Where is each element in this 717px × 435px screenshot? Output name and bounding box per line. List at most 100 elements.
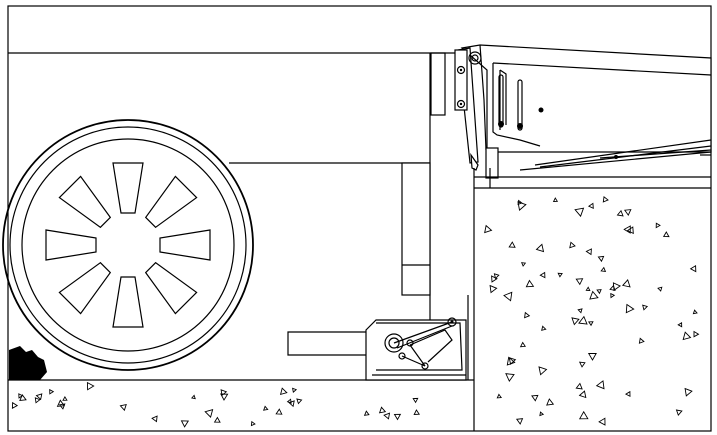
aggregate-mark [180,420,189,428]
aggregate-mark [378,406,387,414]
truck-wheel [2,119,254,371]
spoke-opening [159,229,211,261]
wheel-spokes [45,162,211,328]
aggregate-mark [515,418,524,425]
aggregate-mark [578,390,587,399]
aggregate-mark [657,286,663,292]
deck-bolt-1 [498,121,504,127]
aggregate-mark [383,412,391,420]
spoke-opening [58,261,112,315]
aggregate-mark [412,397,419,404]
wheel-chock [9,346,47,380]
aggregate-mark [595,380,605,390]
aggregate-mark [35,393,43,401]
trailer-support-leg [401,162,431,296]
aggregate-mark [600,266,607,273]
aggregate-mark [684,387,693,397]
aggregate-mark [503,291,513,302]
aggregate-mark [491,275,498,283]
spoke-opening [112,162,144,214]
aggregate-mark [517,199,523,206]
restraint-hook-arm [287,331,369,356]
aggregate-mark [263,405,269,411]
aggregate-mark [578,315,588,325]
aggregate-mark [508,357,517,365]
aggregate-mark [587,321,594,327]
aggregate-mark [11,401,19,409]
aggregate-mark [489,284,498,294]
aggregate-mark [677,322,683,328]
vehicle-restraint [287,317,467,381]
aggregate-mark [575,382,583,390]
dock-structure [467,168,711,431]
restraint-housing [365,319,467,381]
aggregate-mark [574,207,585,218]
aggregate-mark [393,413,402,421]
aggregate-mark [493,273,500,280]
aggregate-mark [296,398,303,405]
aggregate-mark [624,390,631,398]
aggregate-mark [587,352,597,361]
aggregate-mark [525,279,535,288]
aggregate-mark [682,331,692,341]
wheel-rim [21,138,235,352]
aggregate-mark [413,409,421,415]
aggregate-mark [220,393,229,401]
spoke-opening [58,175,112,229]
deck-slot-2 [517,79,523,131]
aggregate-mark [505,373,515,382]
aggregate-mark [275,408,283,415]
aggregate-mark [589,290,599,300]
drawing-frame [7,5,712,432]
aggregate-mark [56,399,66,407]
aggregate-mark [541,325,547,331]
aggregate-mark [250,420,256,427]
aggregate-mark [638,337,645,344]
aggregate-mark [496,393,503,399]
aggregate-mark [587,202,594,210]
aggregate-mark [642,304,649,311]
aggregate-mark [19,394,27,402]
aggregate-mark [578,410,589,420]
aggregate-mark [612,282,621,292]
truck-trailer [8,52,460,330]
deck-bolt-2 [517,123,523,129]
aggregate-mark [571,317,580,326]
tire-outer [2,119,254,371]
spoke-opening [45,229,97,261]
deck-bolt-3 [538,107,544,113]
aggregate-mark [535,243,545,253]
aggregate-mark [520,262,527,267]
aggregate-mark [625,303,635,314]
aggregate-mark [363,410,370,416]
spoke-opening [144,261,198,315]
aggregate-mark [213,416,221,423]
aggregate-mark [531,394,539,402]
aggregate-mark [292,387,298,393]
aggregate-mark [519,341,526,348]
aggregate-mark [119,404,127,412]
aggregate-mark [49,388,55,395]
aggregate-mark [557,272,563,278]
hinge-pin [468,51,482,65]
leveler-lip [454,47,499,179]
aggregate-mark [279,387,288,396]
aggregate-mark [693,330,700,338]
aggregate-mark [552,197,559,202]
aggregate-mark [578,361,586,368]
aggregate-mark [602,195,609,203]
aggregate-mark [662,231,670,238]
aggregate-mark [655,222,661,229]
aggregate-mark [62,396,68,401]
aggregate-mark [692,309,698,315]
aggregate-mark [34,397,41,404]
aggregate-mark [585,248,592,256]
aggregate-mark [598,417,606,426]
aggregate-mark [220,389,228,397]
aggregate-mark [689,265,697,273]
spoke-opening [112,276,144,328]
aggregate-mark [610,292,616,299]
aggregate-mark [623,225,631,234]
